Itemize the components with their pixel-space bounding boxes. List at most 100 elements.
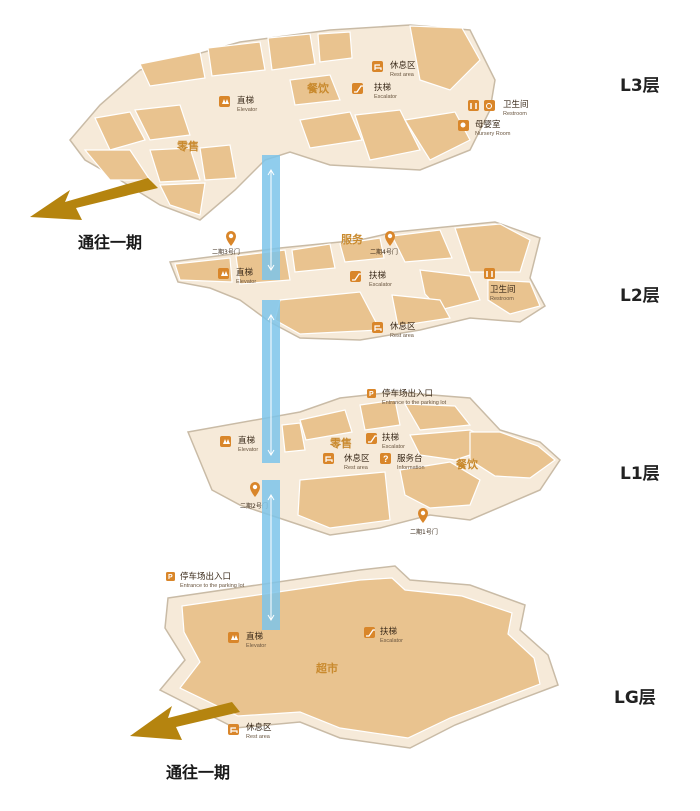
l2-gate-4[interactable]: 二期4号门 (370, 231, 398, 256)
l3-escalator-label-en: Escalator (374, 94, 397, 100)
lg-rest-poi[interactable]: 休息区 Rest area (228, 722, 272, 740)
lg-escalator-label: 扶梯 (380, 626, 398, 637)
l2-escalator-poi[interactable]: 扶梯 Escalator (350, 270, 392, 288)
l1-info-poi[interactable]: ? 服务台 Information (380, 453, 425, 471)
lg-parking-label: 停车场出入口 (180, 571, 231, 582)
l1-rest-label-en: Rest area (344, 465, 369, 471)
lg-elevator-poi[interactable]: 直梯 Elevator (228, 631, 266, 649)
accessible-icon (484, 100, 495, 111)
l2-rest-label: 休息区 (390, 321, 416, 332)
l1-rest-poi[interactable]: 休息区 Rest area (323, 453, 370, 471)
l3-nursery-label-en: Nursery Room (475, 131, 511, 137)
l1-escalator-label-en: Escalator (382, 444, 405, 450)
rest-area-icon (323, 453, 334, 464)
l1-escalator-poi[interactable]: 扶梯 Escalator (366, 432, 405, 450)
escalator-icon (364, 627, 375, 638)
rest-area-icon (372, 61, 383, 72)
l2-gate-4-label: 二期4号门 (370, 248, 398, 256)
l3-elevator-label: 直梯 (237, 95, 255, 106)
l3-restroom-poi[interactable]: 卫生间 Restroom (468, 99, 529, 117)
lg-elevator-label: 直梯 (246, 631, 264, 642)
information-icon (380, 453, 391, 464)
escalator-icon (350, 271, 361, 282)
l2-elevator-label: 直梯 (236, 267, 254, 278)
lg-zone-supermarket: 超市 (315, 661, 338, 675)
floor-label-lg: LG层 (614, 688, 656, 708)
escalator-icon (366, 433, 377, 444)
rest-area-icon (372, 322, 383, 333)
restroom-icon (484, 268, 495, 279)
restroom-icon (468, 100, 479, 111)
l3-zone-retail: 零售 (176, 139, 199, 153)
floor-l3: 餐饮 零售 休息区 Rest area 扶梯 Escalator 直梯 Elev… (69, 24, 529, 221)
l1-gate-1[interactable]: 二期1号门 (410, 508, 438, 536)
exit-label-lg: 通往一期 (166, 763, 230, 782)
parking-icon (166, 572, 175, 581)
svg-text:?: ? (383, 454, 389, 464)
l1-info-label: 服务台 (397, 453, 423, 464)
svg-text:P: P (369, 391, 374, 398)
l1-elevator-label-en: Elevator (238, 447, 258, 453)
l2-escalator-label: 扶梯 (369, 270, 387, 281)
l1-shops (281, 399, 556, 529)
exit-label-l3: 通往一期 (78, 233, 142, 252)
l3-elevator-poi[interactable]: 直梯 Elevator (219, 95, 257, 113)
lg-parking-label-en: Entrance to the parking lot (180, 583, 245, 589)
l1-gate-2[interactable]: 二期2号门 (240, 482, 268, 510)
l2-zone-service: 服务 (341, 232, 364, 246)
svg-text:P: P (168, 574, 173, 581)
floor-l2: 服务 二期3号门 二期4号门 直梯 Elevator 扶梯 Escalator … (168, 221, 546, 341)
l1-parking-label-en: Entrance to the parking lot (382, 400, 447, 406)
l1-info-label-en: Information (397, 465, 425, 471)
lg-rest-label-en: Rest area (246, 734, 271, 740)
l2-restroom-label-en: Restroom (490, 296, 514, 302)
l3-restroom-label: 卫生间 (503, 99, 529, 110)
l1-gate-1-label: 二期1号门 (410, 528, 438, 536)
floor-label-l3: L3层 (620, 76, 660, 96)
l2-gate-3[interactable]: 二期3号门 (212, 231, 240, 256)
l3-nursery-poi[interactable]: 母婴室 Nursery Room (458, 119, 511, 137)
l3-shops (83, 25, 481, 216)
l3-nursery-label: 母婴室 (475, 119, 501, 130)
l2-elevator-poi[interactable]: 直梯 Elevator (218, 267, 256, 285)
l2-rest-label-en: Rest area (390, 333, 415, 339)
l2-gate-3-label: 二期3号门 (212, 248, 240, 256)
lg-elevator-label-en: Elevator (246, 643, 266, 649)
floor-label-l1: L1层 (620, 464, 660, 484)
l2-escalator-label-en: Escalator (369, 282, 392, 288)
elevator-shaft (262, 155, 280, 630)
l3-elevator-label-en: Elevator (237, 107, 257, 113)
floor-lg: P 停车场出入口 Entrance to the parking lot 直梯 … (158, 565, 559, 749)
l1-elevator-poi[interactable]: 直梯 Elevator (220, 435, 258, 453)
arrow-left-icon (130, 702, 240, 740)
lg-escalator-label-en: Escalator (380, 638, 403, 644)
l1-escalator-label: 扶梯 (382, 432, 400, 443)
l1-zone-retail: 零售 (329, 436, 352, 450)
l1-parking-label: 停车场出入口 (382, 388, 433, 399)
lg-escalator-poi[interactable]: 扶梯 Escalator (364, 626, 403, 644)
l2-restroom-poi[interactable]: 卫生间 Restroom (484, 268, 516, 302)
l1-elevator-label: 直梯 (238, 435, 256, 446)
exit-arrow-l3[interactable]: 通往一期 (30, 178, 158, 252)
l3-restroom-label-en: Restroom (503, 111, 527, 117)
l3-rest-label-en: Rest area (390, 72, 415, 78)
l3-zone-dining: 餐饮 (306, 81, 330, 95)
rest-area-icon (228, 724, 239, 735)
l3-escalator-label: 扶梯 (374, 82, 392, 93)
l1-zone-dining: 餐饮 (455, 457, 479, 471)
l1-rest-label: 休息区 (344, 453, 370, 464)
l2-elevator-label-en: Elevator (236, 279, 256, 285)
floor-l1: P 停车场出入口 Entrance to the parking lot 直梯 … (186, 388, 561, 536)
parking-icon (367, 389, 376, 398)
arrow-left-icon (30, 178, 158, 220)
l3-rest-poi[interactable]: 休息区 Rest area (372, 60, 416, 78)
l2-restroom-label: 卫生间 (490, 284, 516, 295)
lg-parking-poi[interactable]: P 停车场出入口 Entrance to the parking lot (166, 571, 245, 589)
l2-rest-poi[interactable]: 休息区 Rest area (372, 321, 416, 339)
exit-arrow-lg[interactable]: 通往一期 (130, 702, 240, 782)
l1-gate-2-label: 二期2号门 (240, 502, 268, 510)
l1-parking-poi[interactable]: P 停车场出入口 Entrance to the parking lot (367, 388, 447, 406)
lg-rest-label: 休息区 (246, 722, 272, 733)
l3-escalator-poi[interactable]: 扶梯 Escalator (352, 82, 397, 100)
